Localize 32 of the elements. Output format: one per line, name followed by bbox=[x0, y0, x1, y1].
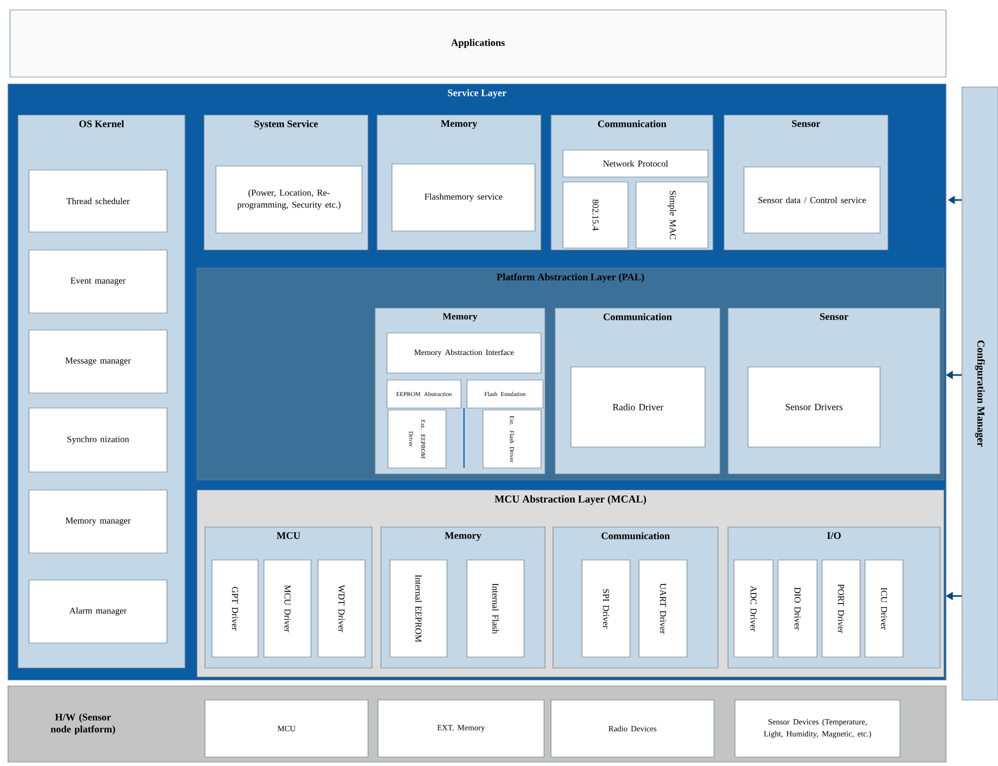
manager-box: Configuration Manager bbox=[962, 86, 998, 700]
module-box: Simple MAC bbox=[636, 182, 708, 248]
module-box: UART Driver bbox=[638, 560, 688, 658]
module-box: Internal Flash bbox=[466, 560, 524, 658]
device-box: MCU bbox=[204, 700, 368, 758]
module-box: 802.15.4 bbox=[562, 182, 628, 248]
module-box: Thread scheduler bbox=[28, 170, 168, 232]
module-box: DIO Driver bbox=[778, 560, 818, 658]
module-box: Event manager bbox=[28, 250, 168, 314]
module-box: Sensor Drivers bbox=[748, 366, 880, 448]
device-box: Sensor Devices (Temperature, Light, Humidity, Magnetic, etc.) bbox=[734, 700, 900, 758]
module-box: Alarm manager bbox=[28, 580, 168, 644]
module-box: Flashmemory service bbox=[392, 164, 536, 232]
module-box: Internal EEPROM bbox=[390, 560, 448, 658]
module-box: WDT Driver bbox=[318, 560, 366, 658]
layer-box: Applications bbox=[10, 10, 946, 78]
module-box: GPT Driver bbox=[212, 560, 258, 658]
module-box: Memory Abstraction Interface bbox=[386, 332, 542, 374]
module-box: MCU Driver bbox=[264, 560, 312, 658]
module-box: Message manager bbox=[28, 330, 168, 394]
device-box: EXT. Memory bbox=[378, 700, 544, 758]
module-box: Sensor data / Control service bbox=[744, 166, 880, 234]
module-box: SPI Driver bbox=[582, 560, 630, 658]
module-box: Network Protocol bbox=[562, 150, 708, 178]
module-box: Radio Driver bbox=[570, 366, 706, 448]
module-box: (Power, Location, Re-programming, Security etc.) bbox=[216, 166, 362, 234]
module-box: Memory manager bbox=[28, 490, 168, 554]
module-box: ICU Driver bbox=[864, 560, 904, 658]
module-box: Synchro nization bbox=[28, 408, 168, 472]
module-box: PORT Driver bbox=[822, 560, 860, 658]
device-box: Radio Devices bbox=[550, 700, 714, 758]
module-box: ADC Driver bbox=[734, 560, 774, 658]
